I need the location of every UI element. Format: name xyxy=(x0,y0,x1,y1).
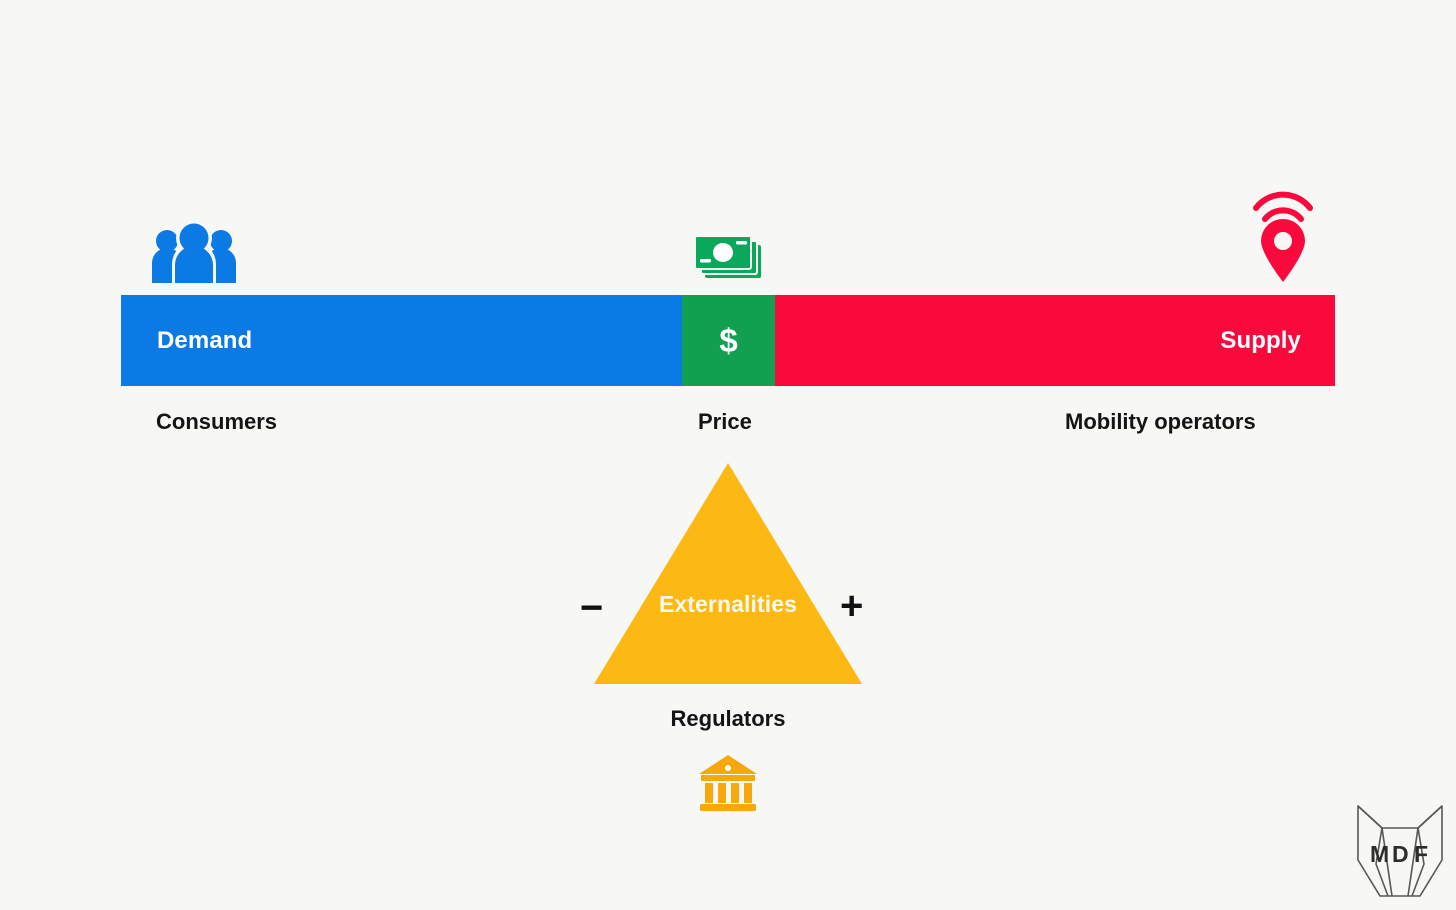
people-group-icon xyxy=(150,222,238,284)
caption-consumers: Consumers xyxy=(156,409,278,434)
banknotes-icon xyxy=(691,228,765,284)
bar-segment-supply-label: Supply xyxy=(1220,326,1301,354)
externalities-label: Externalities xyxy=(658,591,798,617)
caption-price: Price xyxy=(698,409,752,434)
dollar-sign-icon: $ xyxy=(719,322,738,359)
logo-letter-d: D xyxy=(1392,841,1409,867)
location-pin-signal-icon xyxy=(1248,186,1318,284)
bar-segment-price[interactable]: $ xyxy=(682,295,775,386)
logo-letter-m: M xyxy=(1370,841,1389,867)
externalities-triangle[interactable]: Externalities xyxy=(594,463,862,684)
bank-building-icon xyxy=(697,752,759,814)
caption-regulators: Regulators xyxy=(670,706,786,731)
bar-segment-supply[interactable]: Supply xyxy=(775,295,1335,386)
logo-letter-f: F xyxy=(1414,841,1428,867)
bar-segment-demand[interactable]: Demand xyxy=(121,295,682,386)
plus-sign-icon: + xyxy=(840,584,864,628)
market-bar: Demand $ Supply xyxy=(121,295,1335,386)
caption-mobility-operators: Mobility operators xyxy=(1065,409,1256,434)
minus-sign-icon: − xyxy=(580,586,604,630)
bar-segment-demand-label: Demand xyxy=(157,326,253,354)
mdf-fox-logo: M D F xyxy=(1348,800,1452,904)
